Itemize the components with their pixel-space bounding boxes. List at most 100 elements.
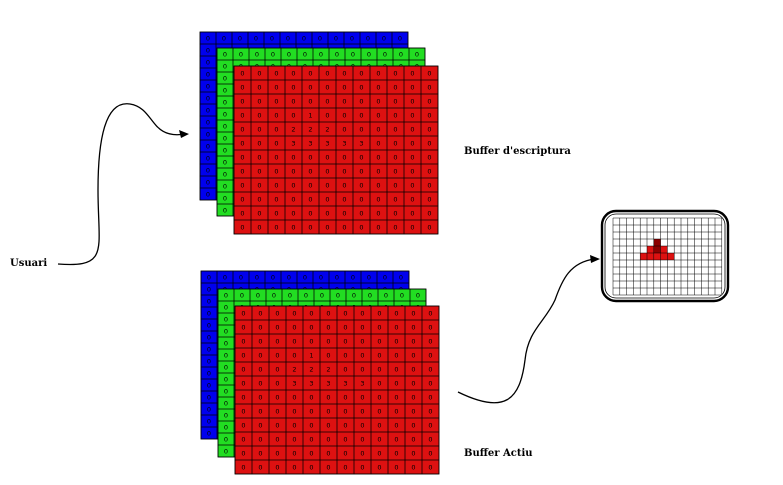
cell-value: 0	[427, 97, 431, 105]
cell-value: 0	[359, 209, 363, 217]
cell-value: 0	[206, 178, 210, 186]
cell-value: 0	[427, 209, 431, 217]
cell-value: 0	[394, 351, 398, 359]
cell-value: 0	[410, 223, 414, 231]
cell-value: 0	[241, 463, 245, 471]
cell-value: 0	[292, 407, 296, 415]
cell-value: 0	[206, 82, 210, 90]
cell-value: 0	[206, 142, 210, 150]
cell-value: 0	[410, 139, 414, 147]
cell-value: 0	[394, 309, 398, 317]
cell-value: 3	[291, 139, 295, 147]
cell-value: 0	[359, 111, 363, 119]
cell-value: 0	[270, 34, 274, 42]
cell-value: 0	[240, 167, 244, 175]
cell-value: 0	[399, 50, 403, 58]
cell-value: 0	[309, 393, 313, 401]
cell-value: 0	[360, 407, 364, 415]
cell-value: 0	[275, 379, 279, 387]
cell-value: 0	[428, 393, 432, 401]
cell-value: 0	[206, 70, 210, 78]
cell-value: 0	[257, 195, 261, 203]
cell-value: 0	[343, 421, 347, 429]
cell-value: 0	[342, 125, 346, 133]
cell-value: 0	[368, 291, 372, 299]
cell-value: 0	[274, 195, 278, 203]
cell-value: 0	[207, 333, 211, 341]
cell-value: 0	[207, 285, 211, 293]
cell-value: 0	[239, 273, 243, 281]
cell-value: 0	[359, 125, 363, 133]
arrow-user-to-write-buffer	[57, 103, 186, 266]
screen-pixel	[653, 246, 661, 253]
cell-value: 0	[411, 463, 415, 471]
cell-value: 0	[224, 327, 228, 335]
cell-value: 0	[224, 363, 228, 371]
cell-value: 0	[275, 309, 279, 317]
cell-value: 0	[223, 146, 227, 154]
cell-value: 0	[309, 407, 313, 415]
cell-value: 0	[427, 195, 431, 203]
cell-value: 0	[258, 463, 262, 471]
cell-value: 0	[427, 69, 431, 77]
cell-value: 0	[410, 97, 414, 105]
cell-value: 0	[416, 291, 420, 299]
cell-value: 0	[325, 209, 329, 217]
cell-value: 0	[258, 351, 262, 359]
cell-value: 0	[224, 423, 228, 431]
cell-value: 0	[275, 463, 279, 471]
cell-value: 0	[359, 223, 363, 231]
cell-value: 0	[394, 337, 398, 345]
cell-value: 0	[411, 407, 415, 415]
cell-value: 0	[350, 34, 354, 42]
cell-value: 0	[274, 125, 278, 133]
cell-value: 0	[411, 309, 415, 317]
cell-value: 0	[309, 449, 313, 457]
cell-value: 0	[376, 139, 380, 147]
cell-value: 0	[258, 407, 262, 415]
cell-value: 0	[303, 50, 307, 58]
cell-value: 0	[222, 34, 226, 42]
cell-value: 0	[257, 125, 261, 133]
cell-value: 0	[342, 111, 346, 119]
cell-value: 0	[410, 167, 414, 175]
cell-value: 0	[393, 69, 397, 77]
cell-value: 0	[428, 407, 432, 415]
cell-value: 2	[308, 125, 312, 133]
cell-value: 0	[377, 421, 381, 429]
cell-value: 0	[394, 365, 398, 373]
cell-value: 0	[411, 393, 415, 401]
cell-value: 0	[224, 375, 228, 383]
cell-value: 0	[427, 223, 431, 231]
write-buffer-stack: 0 0 0 0 0 0 0 0 0 0 0 0 0 0 0 0 0 0 0 0 0 0 0 0 0 0 0 0 0 0 0 0 0 0 0 0 0 0 0 0…	[199, 31, 439, 235]
cell-value: 2	[292, 365, 296, 373]
cell-value: 0	[376, 83, 380, 91]
cell-value: 0	[241, 393, 245, 401]
cell-value: 0	[326, 323, 330, 331]
cell-value: 0	[275, 393, 279, 401]
cell-value: 0	[342, 97, 346, 105]
cell-value: 0	[258, 365, 262, 373]
cell-value: 0	[207, 429, 211, 437]
cell-value: 0	[291, 97, 295, 105]
cell-value: 0	[411, 421, 415, 429]
cell-value: 0	[275, 407, 279, 415]
cell-value: 0	[342, 167, 346, 175]
cell-value: 0	[207, 381, 211, 389]
cell-value: 0	[292, 337, 296, 345]
cell-value: 0	[343, 323, 347, 331]
cell-value: 3	[359, 139, 363, 147]
cell-value: 0	[257, 69, 261, 77]
cell-value: 0	[325, 111, 329, 119]
cell-value: 0	[393, 167, 397, 175]
arrows-layer	[57, 103, 600, 404]
cell-value: 0	[382, 34, 386, 42]
cell-value: 0	[360, 337, 364, 345]
cell-value: 0	[287, 50, 291, 58]
cell-value: 0	[241, 435, 245, 443]
cell-value: 0	[360, 351, 364, 359]
cell-value: 0	[206, 46, 210, 54]
cell-value: 0	[271, 273, 275, 281]
cell-value: 0	[224, 315, 228, 323]
